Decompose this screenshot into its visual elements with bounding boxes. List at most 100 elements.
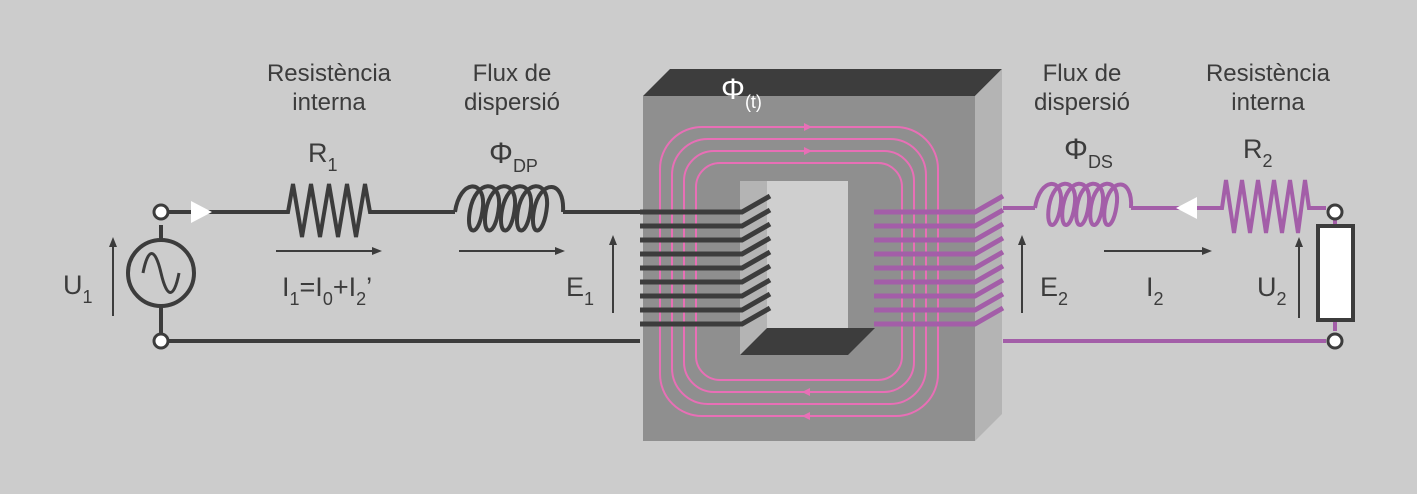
- flux-arrow-icon: [804, 147, 812, 155]
- i0-main: =I: [300, 272, 323, 302]
- i1-sub: 1: [290, 289, 300, 309]
- measurement-arrows: [109, 235, 1303, 318]
- inductor-icon: [1033, 181, 1134, 227]
- secondary-turn: [874, 263, 1005, 285]
- u2-sub: 2: [1277, 289, 1287, 309]
- r2-label: R2: [1243, 134, 1273, 171]
- inductor-icon: [453, 184, 566, 233]
- secondary-terminal-bottom: [1326, 332, 1344, 350]
- primary-turn: [640, 277, 772, 299]
- flux-right-line1: Flux de: [1043, 60, 1122, 87]
- flux-loop: [695, 162, 903, 381]
- res-right-line1: Resistència: [1206, 60, 1331, 87]
- phi-dp-label: ΦDP: [489, 137, 538, 176]
- i2p-main: +I: [333, 272, 356, 302]
- phi-ds-sub: DS: [1088, 152, 1113, 172]
- e2-sub: 2: [1058, 289, 1068, 309]
- i1-equation-label: I1=I0+I2’: [282, 272, 372, 309]
- current-direction-arrow-icon: [191, 201, 212, 223]
- resistor-icon: [1216, 179, 1326, 234]
- current-direction-arrow-icon: [1176, 197, 1197, 219]
- arrowhead: [1202, 247, 1212, 255]
- secondary-turn: [874, 277, 1005, 299]
- core-window-inner: [767, 181, 848, 328]
- core-window-floor: [740, 328, 875, 355]
- phi-t-label: Φ(t): [721, 73, 762, 112]
- secondary-winding: [874, 193, 1005, 327]
- r2-main: R: [1243, 134, 1263, 164]
- primary-terminal-bottom: [152, 332, 170, 350]
- phi-dp-main: Φ: [489, 137, 513, 170]
- flux-arrow-icon: [804, 123, 812, 131]
- core-front-face: [643, 96, 975, 441]
- res-left-line2: interna: [292, 89, 366, 116]
- arrowhead: [372, 247, 382, 255]
- secondary-turn: [874, 249, 1005, 271]
- header-labels: Resistència interna Flux de dispersió Fl…: [267, 60, 1331, 116]
- r1-main: R: [308, 138, 328, 168]
- i2-label: I2: [1146, 272, 1164, 309]
- i2p-prime: ’: [366, 272, 372, 302]
- r1-label: R1: [308, 138, 338, 175]
- arrowhead: [1018, 235, 1026, 245]
- phi-ds-main: Φ: [1064, 133, 1088, 166]
- primary-winding: [640, 193, 772, 327]
- flux-left-line1: Flux de: [473, 60, 552, 87]
- primary-turn: [640, 263, 772, 285]
- secondary-circuit: [1003, 179, 1337, 343]
- core-side-face: [975, 69, 1002, 441]
- flux-direction-arrows: [802, 123, 812, 420]
- secondary-turn: [874, 235, 1005, 257]
- core-top-face: [643, 69, 1002, 96]
- secondary-turn: [874, 207, 1005, 229]
- arrowhead: [1295, 237, 1303, 247]
- u1-label: U1: [63, 270, 93, 307]
- load-resistor-icon: [1316, 224, 1355, 322]
- phi-ds-label: ΦDS: [1064, 133, 1113, 172]
- e1-sub: 1: [584, 289, 594, 309]
- primary-turn: [640, 221, 772, 243]
- arrowhead: [609, 235, 617, 245]
- primary-circuit: [159, 183, 640, 343]
- flux-right-line2: dispersió: [1034, 89, 1130, 116]
- r1-sub: 1: [328, 155, 338, 175]
- i2-main: I: [1146, 272, 1154, 302]
- phi-t-main: Φ: [721, 73, 745, 106]
- flux-loop: [683, 150, 915, 393]
- primary-turn: [640, 193, 772, 215]
- secondary-turn: [874, 291, 1005, 313]
- i2-sub: 2: [1154, 289, 1164, 309]
- primary-turn: [640, 249, 772, 271]
- res-left-line1: Resistència: [267, 60, 392, 87]
- primary-terminal-top: [152, 203, 170, 221]
- secondary-turn: [874, 193, 1005, 215]
- arrowhead: [109, 237, 117, 247]
- ac-source-icon: [126, 238, 196, 308]
- u2-main: U: [1257, 272, 1277, 302]
- flux-left-line2: dispersió: [464, 89, 560, 116]
- r2-sub: 2: [1263, 151, 1273, 171]
- symbol-labels: R1 ΦDP Φ(t) ΦDS R2 U1 I1=I0+I2’ E1 E2 I2: [63, 73, 1287, 309]
- e1-main: E: [566, 272, 584, 302]
- primary-turn: [640, 207, 772, 229]
- e1-label: E1: [566, 272, 594, 309]
- primary-turn: [640, 235, 772, 257]
- u1-main: U: [63, 270, 83, 300]
- flux-loop: [659, 126, 939, 417]
- i1-main: I: [282, 272, 290, 302]
- flux-loop: [671, 138, 927, 405]
- u2-label: U2: [1257, 272, 1287, 309]
- secondary-terminal-top: [1326, 203, 1344, 221]
- e2-main: E: [1040, 272, 1058, 302]
- secondary-turn: [874, 305, 1005, 327]
- arrowhead: [555, 247, 565, 255]
- primary-turn: [640, 305, 772, 327]
- res-right-line2: interna: [1231, 89, 1305, 116]
- u1-sub: 1: [83, 287, 93, 307]
- magnetic-flux-lines: [659, 126, 939, 417]
- phi-t-sub: (t): [745, 92, 762, 112]
- e2-label: E2: [1040, 272, 1068, 309]
- i0-sub: 0: [323, 289, 333, 309]
- flux-arrow-icon: [802, 388, 810, 396]
- flux-arrow-icon: [802, 412, 810, 420]
